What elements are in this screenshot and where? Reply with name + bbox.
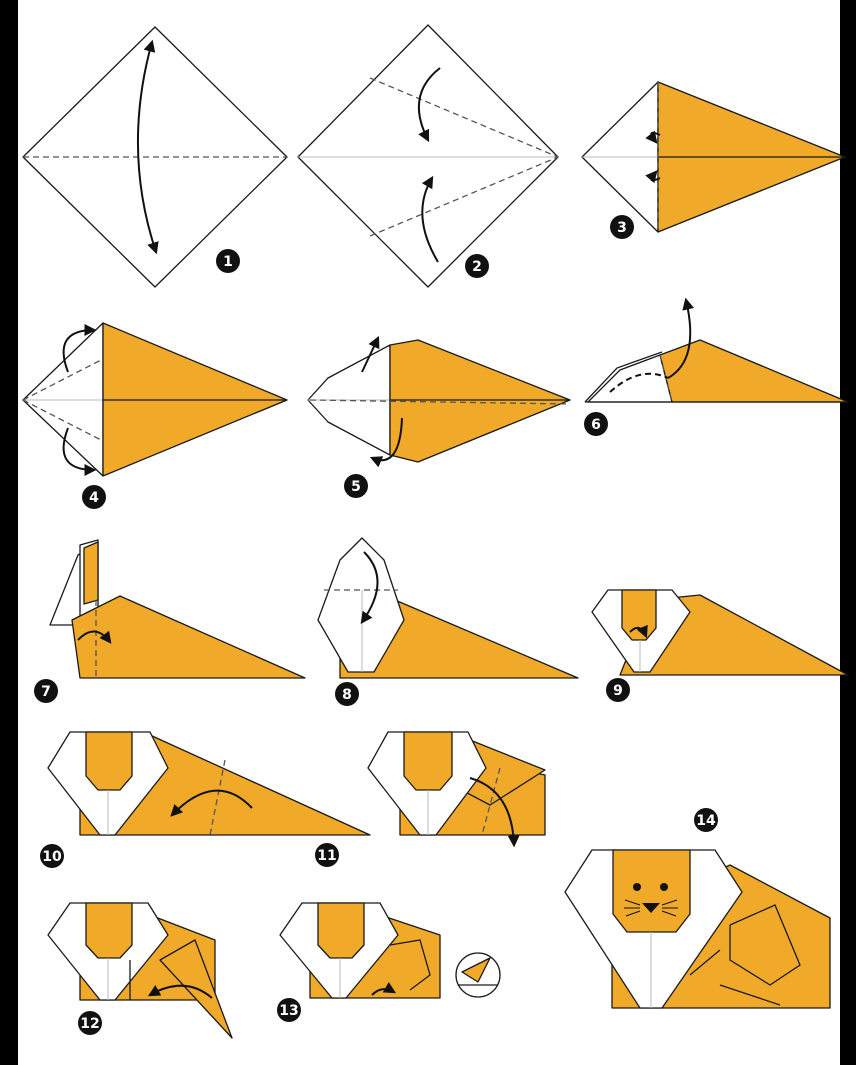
- step-2-figure: [298, 25, 558, 287]
- step-6-figure: [585, 300, 848, 402]
- step-badge-3: 3: [610, 215, 634, 239]
- step-badge-8: 8: [335, 682, 359, 706]
- step-badge-10: 10: [40, 844, 64, 868]
- svg-text:3: 3: [617, 220, 627, 236]
- step-badge-2: 2: [465, 254, 489, 278]
- lion-right-eye: [660, 883, 668, 891]
- step-5-figure: [308, 338, 570, 462]
- step-badge-5: 5: [344, 474, 368, 498]
- svg-text:14: 14: [696, 813, 716, 829]
- svg-text:5: 5: [351, 479, 361, 495]
- step-badge-14: 14: [694, 808, 718, 832]
- step-3-figure: [582, 82, 845, 232]
- step-13-figure: [280, 903, 500, 998]
- svg-text:10: 10: [42, 849, 62, 865]
- step-badge-11: 11: [315, 843, 339, 867]
- lion-face: [613, 850, 690, 932]
- step-14-final-lion: [565, 850, 830, 1008]
- step-1-figure: [23, 27, 287, 287]
- svg-text:1: 1: [223, 254, 233, 270]
- lion-left-eye: [633, 883, 641, 891]
- step-8-figure: [318, 538, 578, 678]
- svg-text:13: 13: [279, 1003, 298, 1019]
- svg-text:11: 11: [317, 848, 336, 864]
- svg-text:2: 2: [472, 259, 482, 275]
- svg-text:8: 8: [342, 687, 352, 703]
- step-7-figure: [50, 540, 305, 678]
- step-badge-6: 6: [584, 412, 608, 436]
- svg-text:7: 7: [41, 684, 51, 700]
- step-badge-7: 7: [34, 679, 58, 703]
- step-badge-1: 1: [216, 249, 240, 273]
- step-9-figure: [592, 590, 848, 675]
- step-4-figure: [23, 323, 287, 476]
- svg-text:12: 12: [80, 1016, 99, 1032]
- svg-text:6: 6: [591, 417, 601, 433]
- step-12-figure: [48, 903, 232, 1038]
- step-11-result-figure: [368, 732, 545, 845]
- svg-text:4: 4: [89, 490, 99, 506]
- step-badge-9: 9: [606, 678, 630, 702]
- svg-text:9: 9: [613, 683, 623, 699]
- step-10-11-figure: [48, 732, 370, 835]
- step-badge-12: 12: [78, 1011, 102, 1035]
- step-badge-4: 4: [82, 485, 106, 509]
- step-badge-13: 13: [277, 998, 301, 1022]
